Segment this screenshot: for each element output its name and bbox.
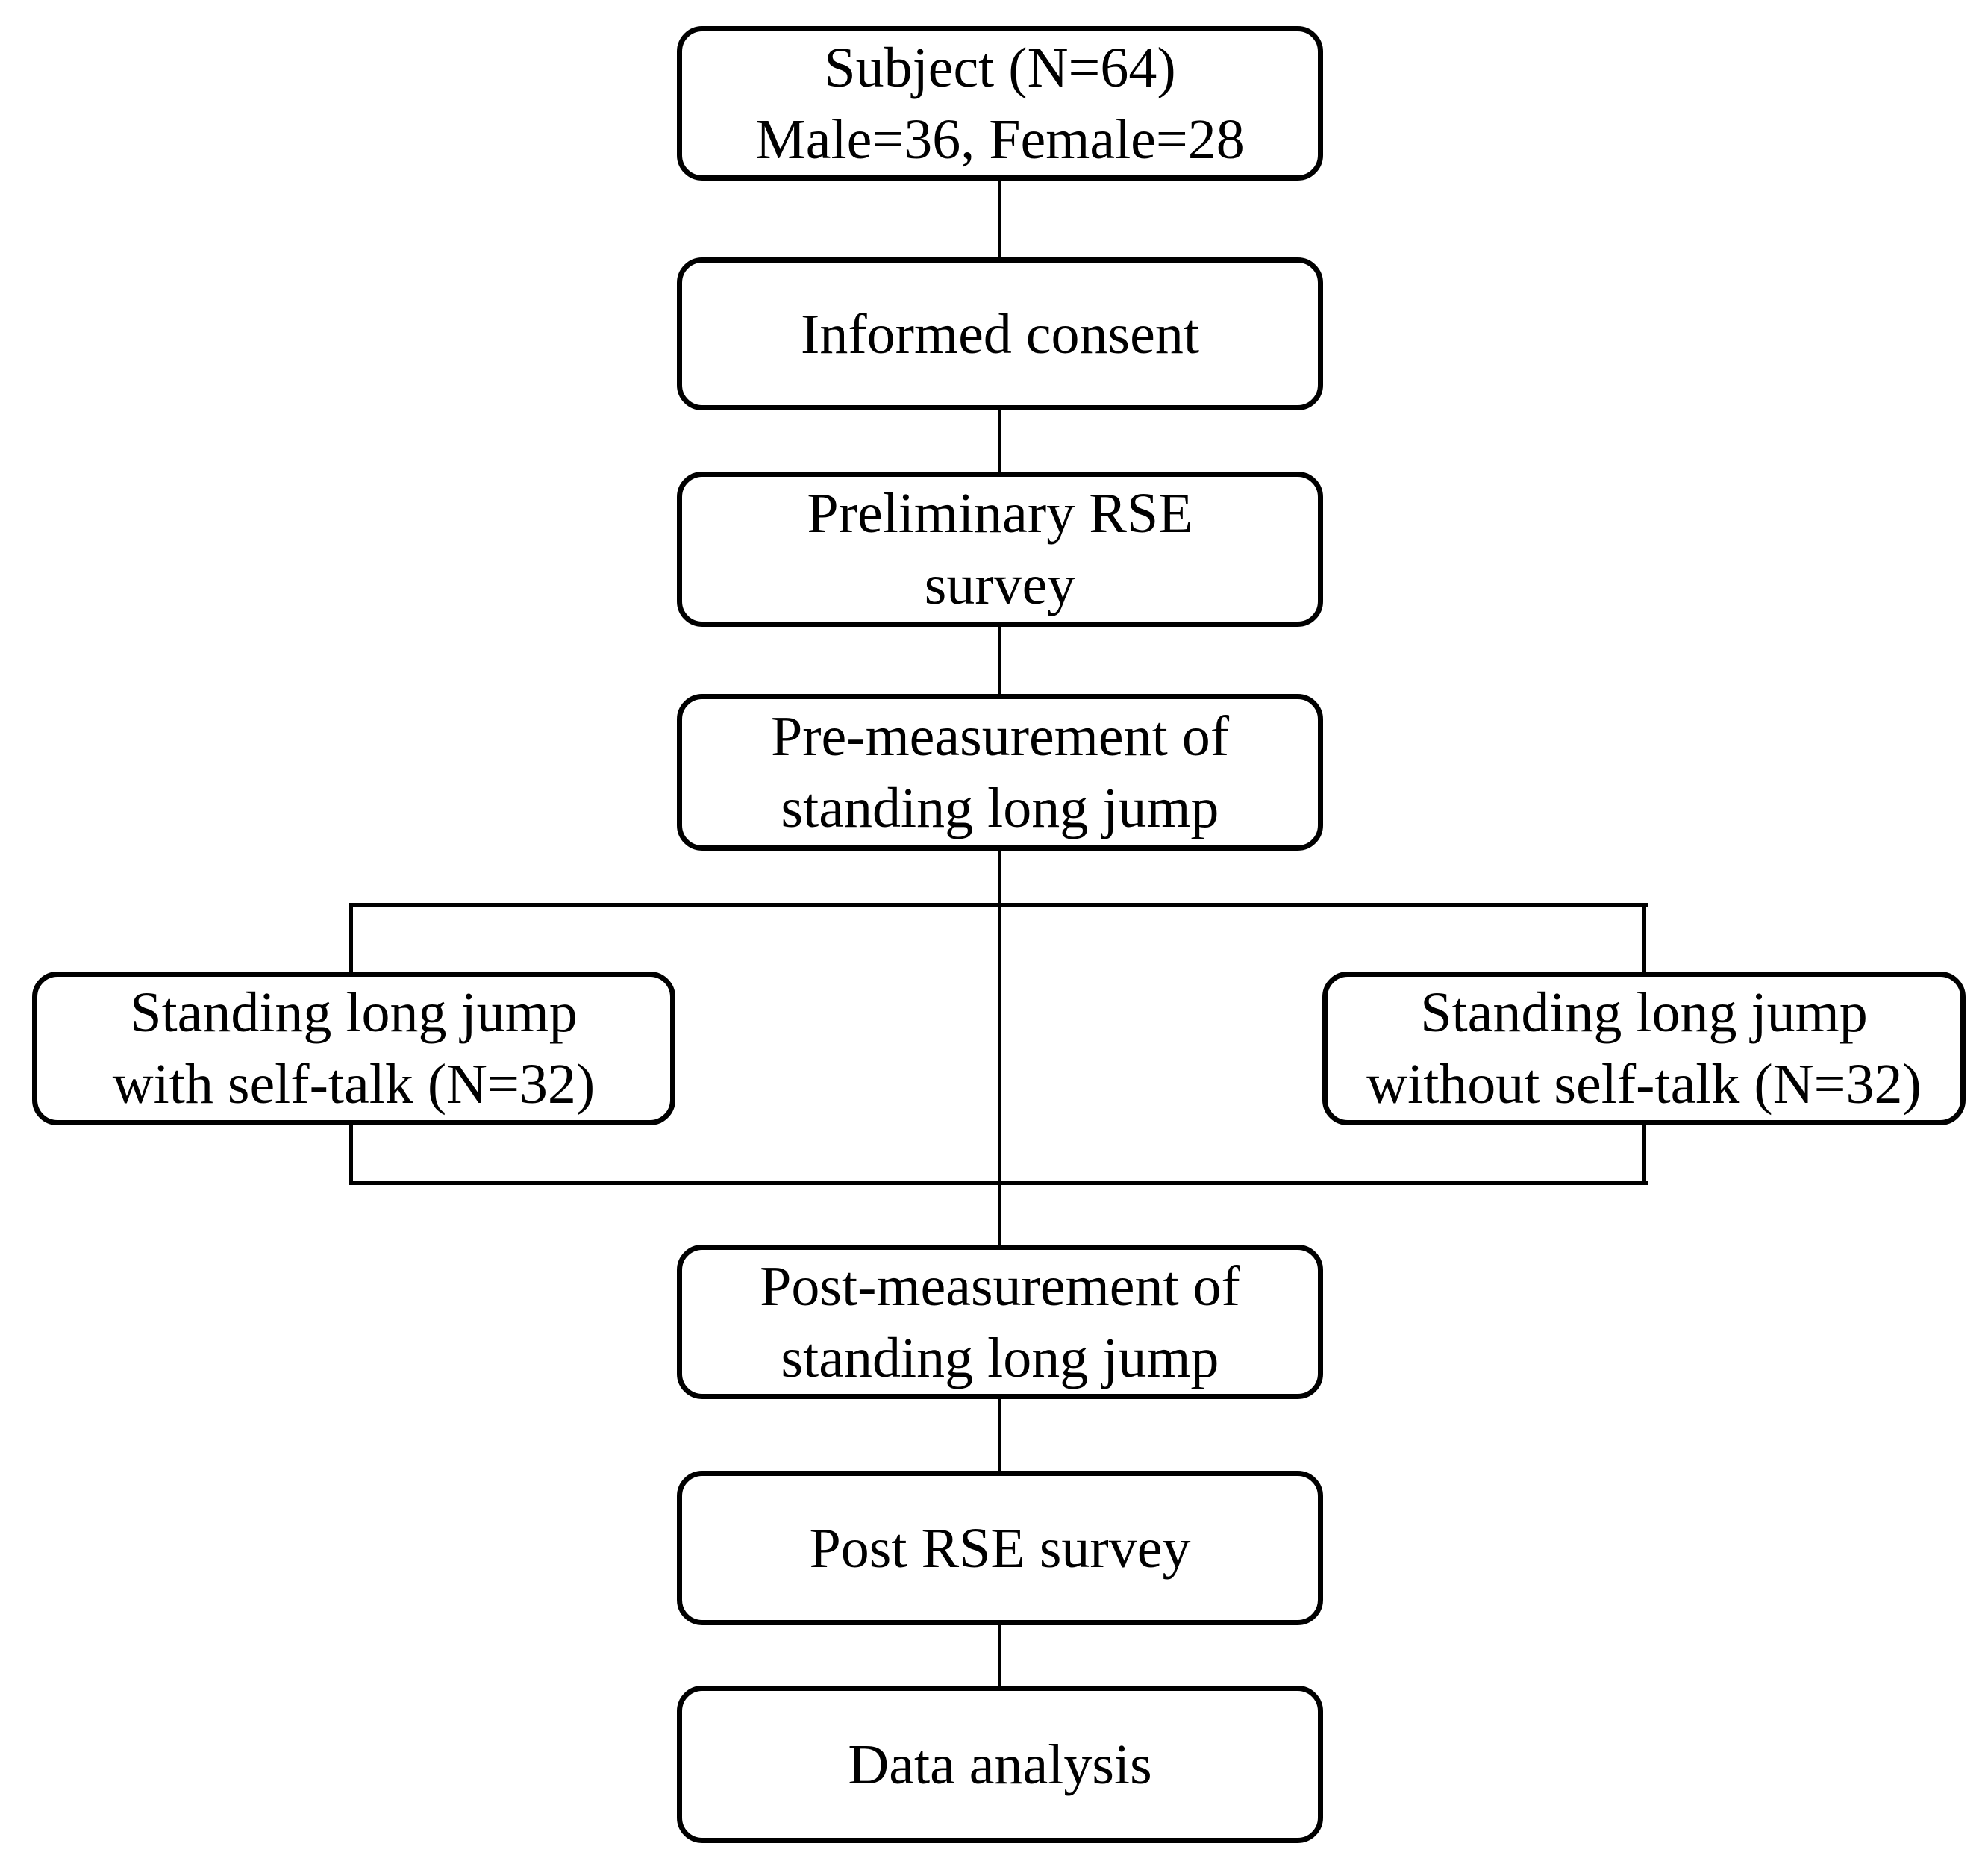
connector-informed-consent-to-preliminary-rse bbox=[998, 409, 1001, 473]
node-preliminary-rse-survey-line2: survey bbox=[924, 554, 1076, 616]
connector-pre-measurement-to-post-measurement-center bbox=[998, 849, 1001, 1246]
connector-branch-right-merge bbox=[1642, 1122, 1646, 1185]
connector-branch-left-merge bbox=[349, 1122, 353, 1185]
node-preliminary-rse-survey-line1: Preliminary RSE bbox=[807, 482, 1193, 545]
node-self-talk-group: Standing long jump with self-talk (N=32) bbox=[32, 972, 675, 1125]
node-self-talk-group-line2: with self-talk (N=32) bbox=[112, 1053, 596, 1116]
node-post-measurement: Post-measurement of standing long jump bbox=[677, 1245, 1323, 1399]
node-no-self-talk-group-line1: Standing long jump bbox=[1420, 981, 1868, 1044]
node-informed-consent: Informed consent bbox=[677, 257, 1323, 410]
node-pre-measurement-line2: standing long jump bbox=[781, 777, 1219, 839]
node-post-measurement-line2: standing long jump bbox=[781, 1326, 1219, 1389]
connector-subject-to-informed-consent bbox=[998, 179, 1001, 259]
node-post-measurement-line1: Post-measurement of bbox=[760, 1254, 1240, 1318]
node-subject-line2: Male=36, Female=28 bbox=[755, 107, 1245, 171]
node-post-rse-survey-line1: Post RSE survey bbox=[809, 1516, 1191, 1580]
node-no-self-talk-group-line2: without self-talk (N=32) bbox=[1366, 1053, 1922, 1116]
connector-branch-bottom-horizontal bbox=[351, 1181, 1648, 1185]
node-preliminary-rse-survey: Preliminary RSE survey bbox=[677, 472, 1323, 627]
node-post-rse-survey: Post RSE survey bbox=[677, 1471, 1323, 1625]
connector-preliminary-rse-to-pre-measurement bbox=[998, 625, 1001, 695]
node-data-analysis-line1: Data analysis bbox=[848, 1733, 1152, 1796]
connector-post-measurement-to-post-rse bbox=[998, 1398, 1001, 1472]
node-pre-measurement: Pre-measurement of standing long jump bbox=[677, 694, 1323, 851]
connector-branch-left-drop bbox=[349, 903, 353, 975]
node-data-analysis: Data analysis bbox=[677, 1686, 1323, 1843]
node-subject: Subject (N=64) Male=36, Female=28 bbox=[677, 26, 1323, 181]
node-self-talk-group-line1: Standing long jump bbox=[130, 981, 578, 1044]
node-subject-line1: Subject (N=64) bbox=[824, 36, 1176, 99]
connector-branch-right-drop bbox=[1642, 903, 1646, 975]
connector-post-rse-to-data-analysis bbox=[998, 1624, 1001, 1686]
node-informed-consent-line1: Informed consent bbox=[801, 302, 1199, 366]
node-pre-measurement-line1: Pre-measurement of bbox=[770, 705, 1230, 768]
connector-branch-top-horizontal bbox=[351, 903, 1648, 907]
node-no-self-talk-group: Standing long jump without self-talk (N=… bbox=[1322, 972, 1966, 1125]
